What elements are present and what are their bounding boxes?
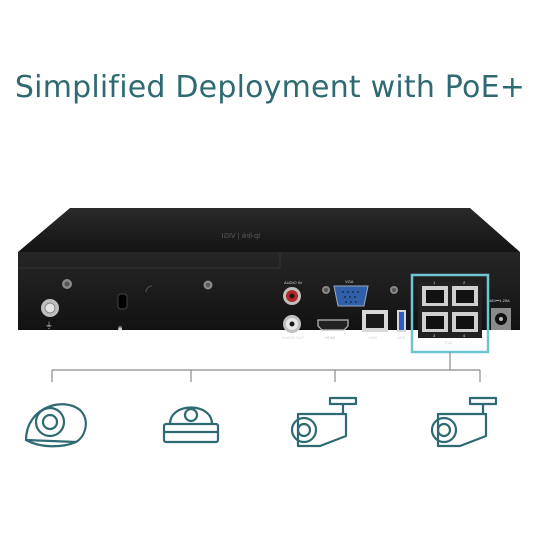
bullet-camera-icon	[430, 396, 498, 448]
lan-port: LAN	[362, 310, 388, 340]
svg-text:⏚: ⏚	[45, 321, 53, 330]
security-lock-slot: 🔒︎	[117, 293, 128, 332]
svg-text:AUDIO IN: AUDIO IN	[284, 280, 302, 285]
svg-text:tp-link | VIGI: tp-link | VIGI	[222, 233, 260, 240]
device-top-logo: tp-link | VIGI	[222, 233, 260, 240]
hdmi-port: HDMI	[317, 319, 349, 340]
ceiling-dome-camera-icon	[162, 406, 220, 444]
page-title: Simplified Deployment with PoE+	[14, 70, 526, 105]
bullet-camera-icon	[290, 396, 358, 448]
svg-text:LAN: LAN	[369, 335, 377, 340]
svg-text:3: 3	[433, 333, 436, 338]
svg-text:AUDIO OUT: AUDIO OUT	[282, 335, 305, 340]
svg-text:VGA: VGA	[345, 279, 354, 284]
svg-text:2: 2	[463, 280, 466, 285]
screw	[62, 279, 72, 289]
screw	[322, 286, 330, 294]
poe-ports: 1 2 3 4 PoE	[418, 280, 482, 345]
vga-port: VGA	[333, 279, 369, 307]
svg-text:4: 4	[463, 333, 466, 338]
audio-in-port: AUDIO IN	[283, 280, 302, 305]
svg-text:1: 1	[433, 280, 436, 285]
power-jack: 48V⎓1.25A	[489, 298, 511, 330]
svg-text:HDMI: HDMI	[325, 335, 335, 340]
usb-port: USB	[397, 310, 406, 340]
audio-out-port: AUDIO OUT	[282, 315, 305, 340]
screw	[203, 280, 213, 290]
screw	[390, 286, 398, 294]
svg-text:48V⎓1.25A: 48V⎓1.25A	[489, 298, 510, 303]
svg-text:PoE: PoE	[445, 340, 453, 345]
ground-terminal: ⏚	[41, 299, 59, 330]
dome-camera-icon	[24, 403, 87, 448]
connection-lines	[51, 352, 481, 382]
svg-text:USB: USB	[397, 335, 406, 340]
svg-text:🔒︎: 🔒︎	[118, 323, 122, 332]
